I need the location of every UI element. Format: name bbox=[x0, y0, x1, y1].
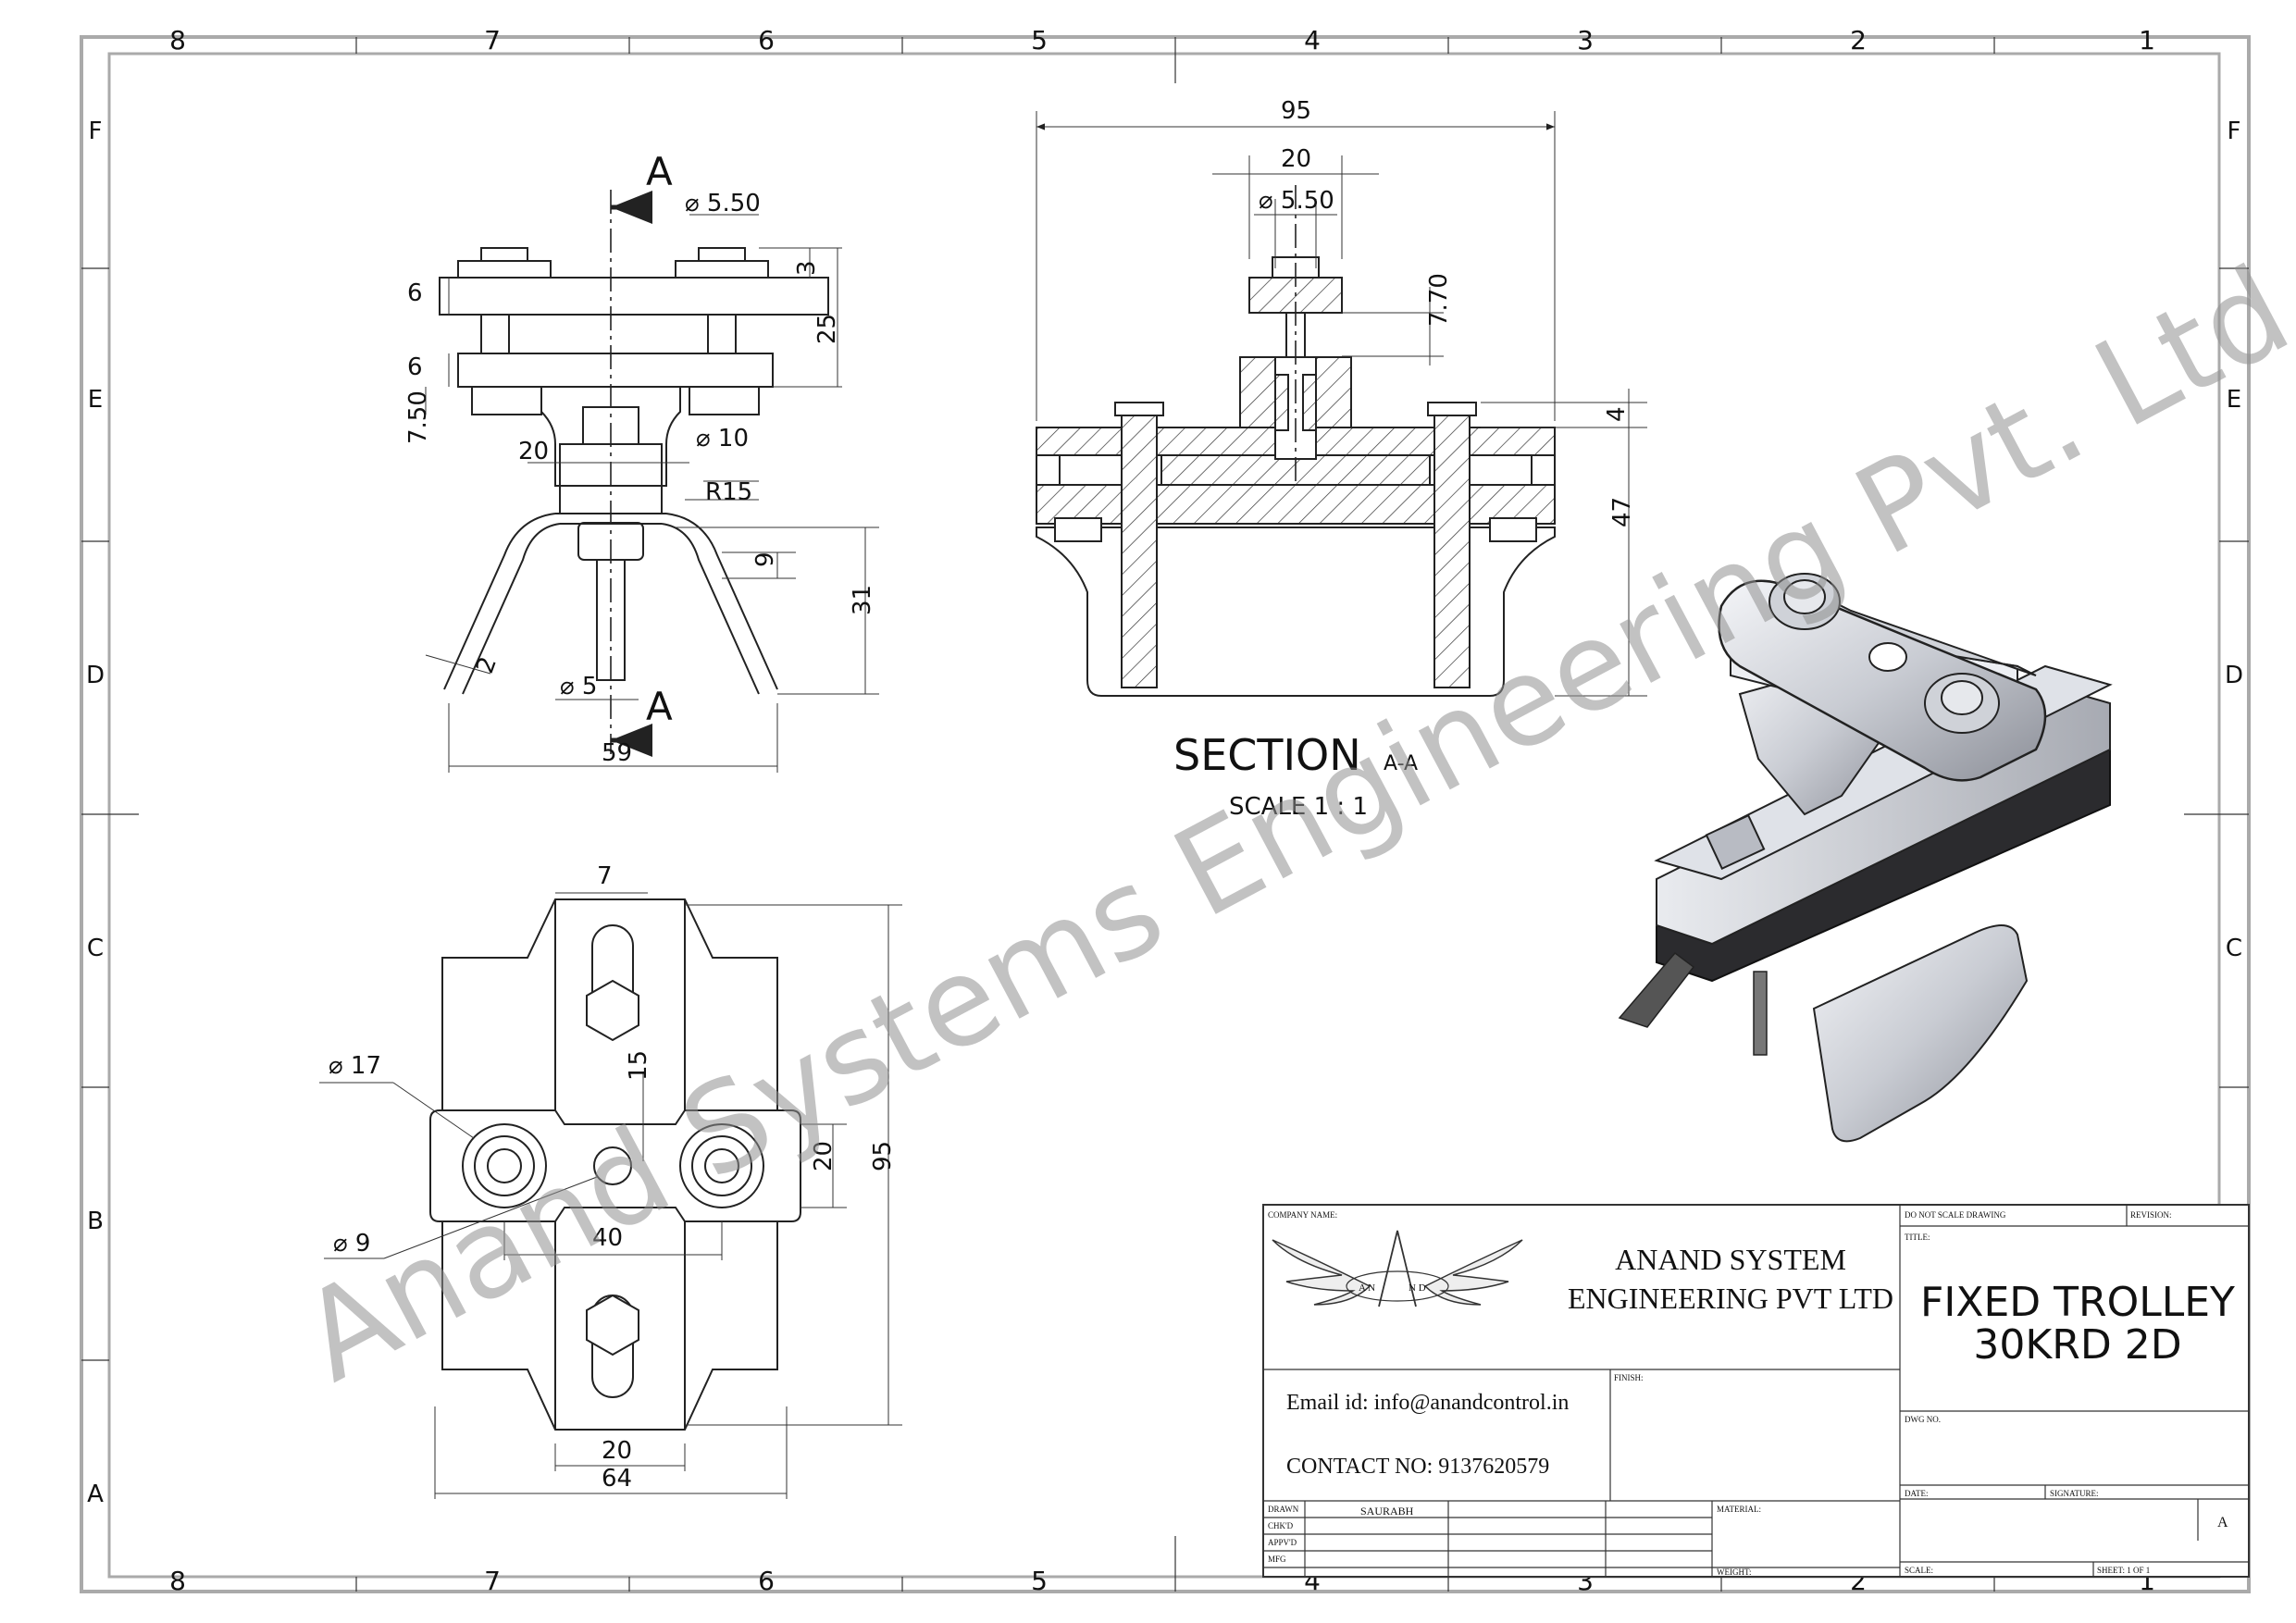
dim-top-15: 15 bbox=[625, 1050, 652, 1081]
finish-label: FINISH: bbox=[1614, 1373, 1644, 1382]
row-label-d-right: D bbox=[2225, 662, 2243, 689]
drawn-name: SAURABH bbox=[1360, 1505, 1414, 1518]
dim-rod-5: ⌀ 5 bbox=[560, 673, 597, 700]
dim-31: 31 bbox=[849, 585, 876, 615]
section-marker-top: A bbox=[646, 149, 673, 194]
company-contact: CONTACT NO: 9137620579 bbox=[1286, 1455, 1549, 1479]
dim-section-hole: ⌀ 5.50 bbox=[1259, 187, 1334, 215]
dim-2: 2 bbox=[471, 653, 503, 677]
sheet-border bbox=[80, 35, 2251, 1593]
company-name-label: COMPANY NAME: bbox=[1268, 1210, 1337, 1220]
col-label-5-bottom: 5 bbox=[1031, 1566, 1048, 1596]
date-label: DATE: bbox=[1905, 1489, 1929, 1498]
dim-top-20-bottom: 20 bbox=[602, 1437, 632, 1465]
drawing-title-line1: FIXED TROLLEY bbox=[1920, 1279, 2235, 1326]
company-name-line1: ANAND SYSTEM bbox=[1615, 1243, 1846, 1276]
dim-top-20-vert: 20 bbox=[810, 1141, 838, 1171]
section-scale: SCALE 1 : 1 bbox=[1229, 793, 1368, 821]
chkd-label: CHK'D bbox=[1268, 1521, 1294, 1530]
row-label-e-right: E bbox=[2227, 386, 2241, 414]
dim-section-4: 4 bbox=[1603, 406, 1631, 422]
company-logo: A N N D bbox=[1272, 1230, 1523, 1307]
section-view: 95 20 ⌀ 5.50 7.70 4 47 SECTION A-A SCALE… bbox=[1036, 97, 1647, 821]
dwg-no-label: DWG NO. bbox=[1905, 1415, 1941, 1424]
dim-3: 3 bbox=[793, 260, 821, 276]
company-name-line2: ENGINEERING PVT LTD bbox=[1568, 1282, 1893, 1315]
top-view: 7 ⌀ 17 15 20 95 ⌀ 9 40 20 64 bbox=[319, 862, 902, 1499]
title-label: TITLE: bbox=[1905, 1233, 1930, 1242]
dim-hole-dia-top: ⌀ 5.50 bbox=[685, 190, 761, 217]
dim-hole-10: ⌀ 10 bbox=[696, 425, 749, 452]
dim-radius-15: R15 bbox=[705, 478, 752, 506]
dim-20: 20 bbox=[518, 438, 549, 465]
col-label-7-bottom: 7 bbox=[484, 1566, 501, 1596]
mfg-label: MFG bbox=[1268, 1555, 1286, 1564]
col-label-2-top: 2 bbox=[1850, 25, 1867, 56]
size-value: A bbox=[2217, 1515, 2228, 1530]
col-label-8-bottom: 8 bbox=[169, 1566, 186, 1596]
section-title: SECTION bbox=[1173, 730, 1361, 780]
col-label-3-top: 3 bbox=[1577, 25, 1594, 56]
dim-section-7-70: 7.70 bbox=[1425, 273, 1453, 327]
company-email: Email id: info@anandcontrol.in bbox=[1286, 1391, 1569, 1415]
dim-59: 59 bbox=[602, 739, 632, 767]
do-not-scale-label: DO NOT SCALE DRAWING bbox=[1905, 1210, 2006, 1220]
dim-section-20: 20 bbox=[1281, 145, 1311, 173]
row-label-f-left: F bbox=[89, 118, 103, 145]
material-label: MATERIAL: bbox=[1717, 1505, 1761, 1514]
dim-top-dia9: ⌀ 9 bbox=[333, 1230, 370, 1258]
scale-label: SCALE: bbox=[1905, 1566, 1933, 1575]
sheet-label: SHEET: 1 OF 1 bbox=[2097, 1566, 2150, 1575]
front-view: A A ⌀ 5.50 6 6 7.50 3 25 ⌀ 10 20 R15 9 3… bbox=[404, 149, 879, 773]
revision-label: REVISION: bbox=[2130, 1210, 2172, 1220]
title-block: A N N D COMPANY NAME: FINISH: DO NOT SCA… bbox=[1262, 1204, 2250, 1578]
dim-6-mid: 6 bbox=[407, 353, 423, 381]
col-label-4-top: 4 bbox=[1304, 25, 1321, 56]
dim-section-95: 95 bbox=[1281, 97, 1311, 125]
col-label-1-top: 1 bbox=[2139, 25, 2155, 56]
logo-letters-right: N D bbox=[1409, 1282, 1426, 1294]
dim-9: 9 bbox=[751, 551, 779, 567]
dim-top-40: 40 bbox=[592, 1224, 623, 1252]
appvd-label: APPV'D bbox=[1268, 1538, 1297, 1547]
row-label-c-right: C bbox=[2226, 935, 2242, 962]
drawing-title-line2: 30KRD 2D bbox=[1973, 1321, 2181, 1369]
row-label-d-left: D bbox=[86, 662, 105, 689]
row-label-e-left: E bbox=[88, 386, 103, 414]
drawn-label: DRAWN bbox=[1268, 1505, 1299, 1514]
isometric-view bbox=[1618, 573, 2113, 1143]
dim-6-top: 6 bbox=[407, 279, 423, 307]
signature-label: SIGNATURE: bbox=[2050, 1489, 2099, 1498]
dim-top-64: 64 bbox=[602, 1465, 632, 1493]
row-label-a-left: A bbox=[87, 1481, 104, 1508]
row-label-c-left: C bbox=[87, 935, 104, 962]
dim-top-dia17: ⌀ 17 bbox=[329, 1052, 381, 1080]
section-suffix: A-A bbox=[1384, 752, 1418, 775]
row-label-b-left: B bbox=[87, 1208, 104, 1235]
dim-top-7: 7 bbox=[597, 862, 613, 890]
row-label-f-right: F bbox=[2228, 118, 2241, 145]
col-label-6-bottom: 6 bbox=[758, 1566, 775, 1596]
dim-25: 25 bbox=[813, 314, 841, 344]
col-label-5-top: 5 bbox=[1031, 25, 1048, 56]
col-label-8-top: 8 bbox=[169, 25, 186, 56]
section-marker-bottom: A bbox=[646, 684, 673, 729]
logo-letters-left: A N bbox=[1359, 1282, 1375, 1294]
dim-section-47: 47 bbox=[1608, 497, 1636, 527]
dim-top-95: 95 bbox=[869, 1141, 897, 1171]
dim-7-50: 7.50 bbox=[404, 390, 432, 444]
col-label-7-top: 7 bbox=[484, 25, 501, 56]
col-label-6-top: 6 bbox=[758, 25, 775, 56]
weight-label: WEIGHT: bbox=[1717, 1567, 1752, 1577]
